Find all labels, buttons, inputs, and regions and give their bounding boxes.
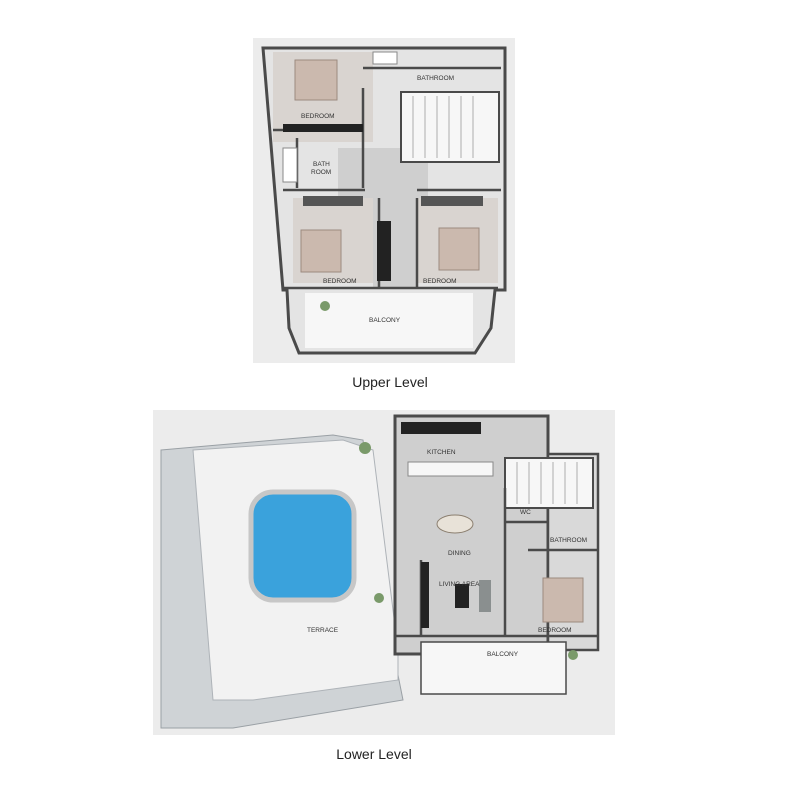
upper-wardrobe-left	[303, 196, 363, 206]
upper-wardrobe-top	[283, 124, 363, 132]
lower-label-dining: DINING	[448, 550, 471, 557]
lower-interior	[393, 414, 550, 656]
living-sofa	[479, 580, 491, 612]
upper-label-bathroom-top: BATHROOM	[417, 75, 454, 82]
lower-level-caption: Lower Level	[336, 746, 412, 762]
upper-label-bath-line1: BATH	[313, 161, 330, 168]
upper-stair-treads	[412, 96, 474, 158]
upper-level-caption: Upper Level	[352, 374, 428, 390]
upper-balcony-floor	[305, 293, 473, 348]
terrace-plant-icon	[374, 593, 384, 603]
kitchen-counter-top	[401, 422, 481, 434]
upper-shower	[282, 147, 298, 183]
upper-label-bath-line2: ROOM	[311, 169, 331, 176]
upper-label-balcony: BALCONY	[369, 317, 401, 324]
lower-label-bedroom: BEDROOM	[538, 627, 572, 634]
upper-label-bedroom-left: BEDROOM	[323, 278, 357, 285]
lower-label-bathroom: BATHROOM	[550, 537, 587, 544]
living-coffee-table	[455, 584, 469, 608]
upper-floorplan-svg: BEDROOM BATHROOM BATH ROOM BEDROOM BEDRO…	[261, 46, 507, 355]
upper-stair	[400, 91, 500, 163]
upper-bed-left	[300, 229, 342, 273]
lower-label-living-area: LIVING AREA	[439, 581, 480, 588]
lower-level-plan: KITCHEN WC BATHROOM DINING LIVING AREA B…	[153, 410, 615, 735]
lower-label-balcony: BALCONY	[487, 651, 519, 658]
lower-label-wc: WC	[520, 509, 531, 516]
upper-bed-top	[294, 59, 338, 101]
kitchen-island	[407, 461, 494, 477]
upper-label-bedroom-right: BEDROOM	[423, 278, 457, 285]
lower-bed	[542, 577, 584, 623]
terrace-plant-icon	[359, 442, 371, 454]
lower-label-terrace: TERRACE	[307, 627, 339, 634]
pool	[248, 489, 357, 603]
lower-balcony-floor	[420, 641, 567, 695]
lower-stair	[504, 457, 594, 509]
living-tv-wall	[421, 562, 429, 628]
lower-floorplan-svg: KITCHEN WC BATHROOM DINING LIVING AREA B…	[160, 414, 600, 729]
lower-stair-treads	[516, 462, 578, 504]
upper-basin	[372, 51, 398, 65]
upper-wardrobe-corridor	[377, 221, 391, 281]
upper-level-plan: BEDROOM BATHROOM BATH ROOM BEDROOM BEDRO…	[253, 38, 515, 363]
upper-wardrobe-right	[421, 196, 483, 206]
dining-table	[436, 514, 474, 534]
upper-bed-right	[438, 227, 480, 271]
lower-label-kitchen: KITCHEN	[427, 449, 456, 456]
upper-label-bedroom-top: BEDROOM	[301, 113, 335, 120]
upper-balcony-plant-icon	[320, 301, 330, 311]
lower-balcony-plant-icon	[568, 650, 578, 660]
